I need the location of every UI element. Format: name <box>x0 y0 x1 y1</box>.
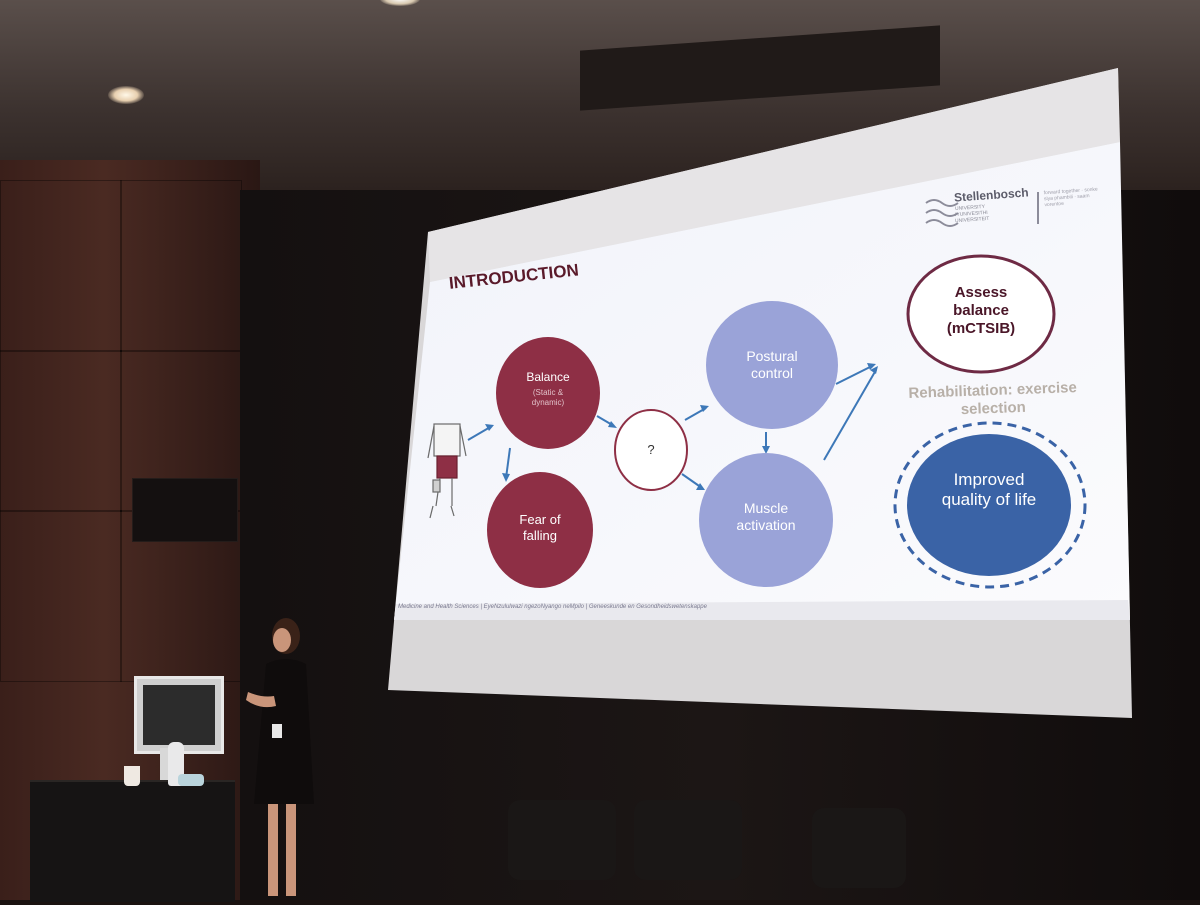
ceiling-light-icon <box>380 0 420 6</box>
arrow-muscle-to-assess <box>823 369 877 461</box>
muscle-activation-node <box>699 453 833 587</box>
muscle-activation-label: Muscle activation <box>736 500 796 533</box>
screen-top-border <box>428 68 1120 282</box>
postural-control-label: Postural control <box>746 348 798 381</box>
university-logo-icon <box>925 192 1039 227</box>
ceiling-light-icon <box>108 86 144 104</box>
presenter-desk <box>30 780 235 902</box>
desk-monitor <box>134 676 224 754</box>
balance-node <box>496 337 600 449</box>
amputee-figure-icon <box>427 423 467 519</box>
cloth <box>178 774 204 786</box>
balance-label: Balance <box>526 370 570 384</box>
presenter <box>228 612 324 900</box>
arrowheads <box>485 363 878 490</box>
audience-seat <box>508 800 616 880</box>
slide-footer-band <box>394 600 1130 620</box>
assess-balance-label: Assess balance (mCTSIB) <box>946 284 1016 337</box>
fear-of-falling-node <box>487 472 593 588</box>
audience-seat <box>634 800 742 880</box>
improved-quality-label: Improved quality of life <box>941 470 1037 510</box>
wall-speaker <box>132 478 238 542</box>
slide-footer: Medicine and Health Sciences | EyeNzulul… <box>398 604 707 610</box>
fear-of-falling-label: Fear of falling <box>519 512 561 543</box>
audience-seat <box>812 808 906 888</box>
balance-sublabel: (Static & dynamic) <box>531 388 565 407</box>
question-node <box>614 409 688 491</box>
paper-cup <box>124 766 140 786</box>
question-label: ? <box>647 442 655 457</box>
improved-quality-node <box>907 434 1071 576</box>
postural-control-node <box>706 301 838 429</box>
improved-quality-dashed-ring <box>893 421 1087 589</box>
rehabilitation-label: Rehabilitation: exercise selection <box>908 379 1078 419</box>
arrow-postural-to-assess <box>835 365 873 385</box>
assess-balance-node <box>906 254 1056 374</box>
arrow-balance-to-fear <box>505 447 511 479</box>
